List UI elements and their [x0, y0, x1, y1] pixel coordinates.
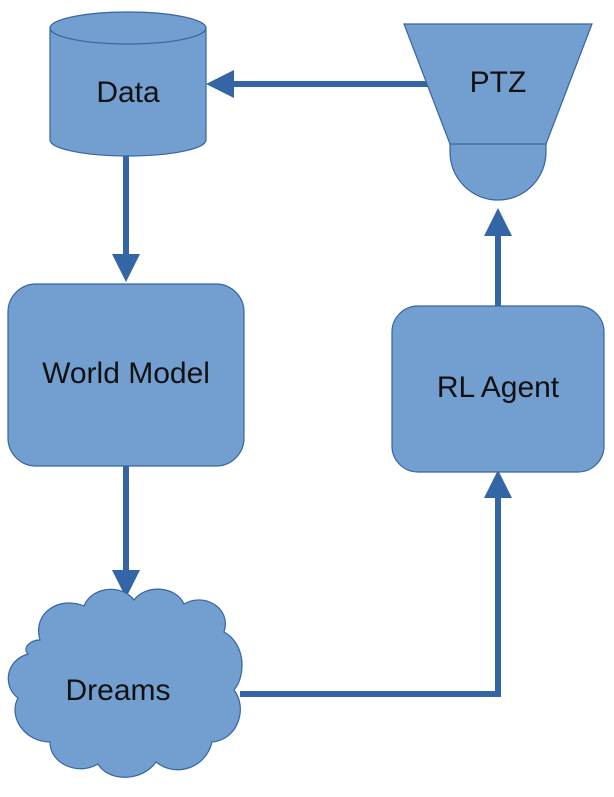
arrow-ptz-to-data	[206, 70, 428, 98]
rl-agent-node: RL Agent	[391, 305, 605, 473]
dreams-label: Dreams	[65, 674, 170, 707]
data-label: Data	[96, 76, 160, 109]
world-model-box	[7, 283, 245, 467]
ptz-label: PTZ	[470, 66, 527, 99]
world-model-label: World Model	[42, 357, 210, 390]
dreams-cloud	[7, 588, 243, 778]
world-model-node: World Model	[7, 283, 245, 467]
arrow-dreams-to-rl-agent	[240, 470, 512, 697]
ptz-trapezoid	[403, 23, 593, 145]
arrow-data-to-world-model	[112, 152, 140, 282]
data-cylinder-top	[49, 11, 207, 45]
data-cylinder-body	[49, 27, 207, 157]
data-node: Data	[49, 11, 207, 157]
rl-agent-label: RL Agent	[437, 371, 560, 404]
ptz-node: PTZ	[403, 23, 593, 201]
arrow-world-model-to-dreams	[112, 466, 140, 598]
arrow-rl-agent-to-ptz	[484, 208, 512, 306]
dreams-node: Dreams	[7, 588, 243, 778]
rl-agent-box	[391, 305, 605, 473]
ptz-dome	[449, 141, 547, 201]
